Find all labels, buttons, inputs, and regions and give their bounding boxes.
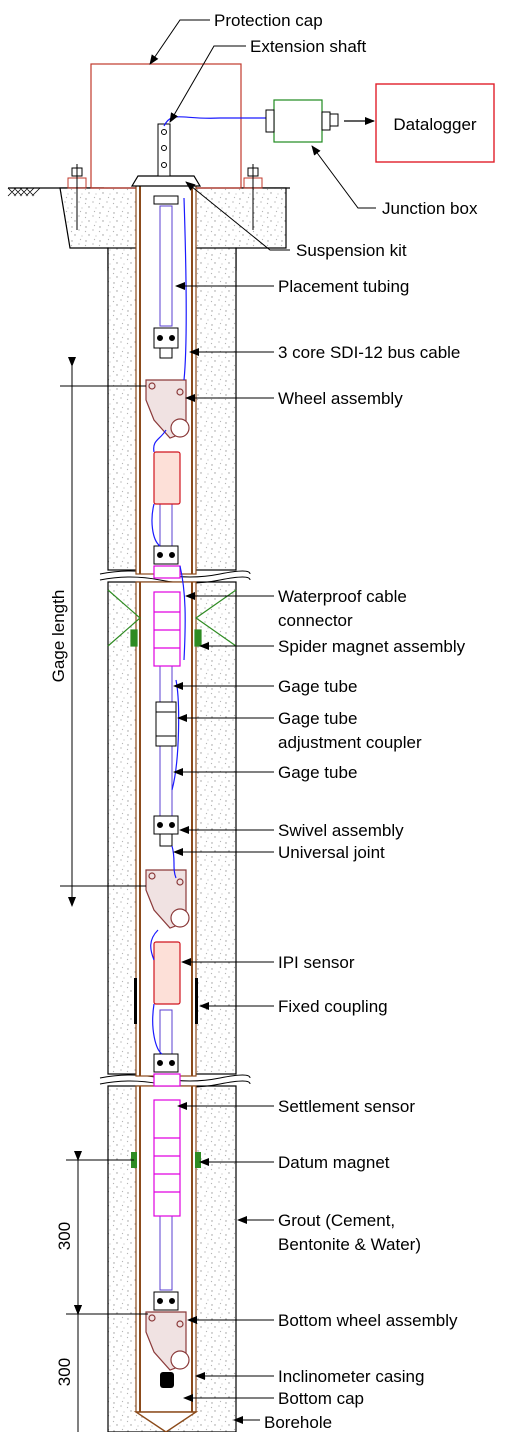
label-waterproof-2: connector bbox=[278, 611, 353, 630]
label-inclinometer-casing: Inclinometer casing bbox=[278, 1367, 424, 1386]
label-wheel-assembly: Wheel assembly bbox=[278, 389, 403, 408]
label-universal-joint: Universal joint bbox=[278, 843, 385, 862]
label-datum-magnet: Datum magnet bbox=[278, 1153, 390, 1172]
label-settlement-sensor: Settlement sensor bbox=[278, 1097, 415, 1116]
settlement-sensors bbox=[153, 565, 181, 1217]
label-waterproof-1: Waterproof cable bbox=[278, 587, 407, 606]
label-borehole: Borehole bbox=[264, 1413, 332, 1432]
label-spider-magnet: Spider magnet assembly bbox=[278, 637, 466, 656]
bottom-cap bbox=[133, 1411, 199, 1432]
datalogger: Datalogger bbox=[375, 83, 495, 163]
label-protection-cap: Protection cap bbox=[214, 11, 323, 30]
label-grout-2: Bentonite & Water) bbox=[278, 1235, 421, 1254]
label-bottom-cap: Bottom cap bbox=[278, 1389, 364, 1408]
swivel-assemblies bbox=[153, 327, 179, 1311]
suspension-kit bbox=[130, 175, 202, 187]
label-fixed-coupling: Fixed coupling bbox=[278, 997, 388, 1016]
dim-300-lower: 300 bbox=[55, 1358, 74, 1386]
sdi-12-cable bbox=[150, 116, 274, 1055]
adjustment-coupler bbox=[155, 701, 177, 747]
dim-300-upper: 300 bbox=[55, 1222, 74, 1250]
ipi-sensors bbox=[153, 451, 181, 1005]
label-extension-shaft: Extension shaft bbox=[250, 37, 367, 56]
leader-lines bbox=[149, 19, 376, 1424]
label-gage-adj-1: Gage tube bbox=[278, 709, 357, 728]
labels: Protection cap Extension shaft Junction … bbox=[214, 11, 478, 1432]
datalogger-label: Datalogger bbox=[393, 115, 477, 134]
spider-magnet bbox=[107, 589, 237, 647]
label-ipi-sensor: IPI sensor bbox=[278, 953, 355, 972]
dimension-lines bbox=[60, 357, 148, 1432]
label-gage-adj-2: adjustment coupler bbox=[278, 733, 422, 752]
label-bus-cable: 3 core SDI-12 bus cable bbox=[278, 343, 460, 362]
wheel-assemblies bbox=[145, 379, 190, 1371]
junction-box bbox=[265, 99, 339, 143]
label-gage-tube-1: Gage tube bbox=[278, 677, 357, 696]
dim-gage-length: Gage length bbox=[49, 590, 68, 683]
extension-shaft bbox=[157, 123, 171, 177]
label-swivel: Swivel assembly bbox=[278, 821, 404, 840]
label-grout-1: Grout (Cement, bbox=[278, 1211, 395, 1230]
label-bottom-wheel: Bottom wheel assembly bbox=[278, 1311, 458, 1330]
bottom-wheel-tip bbox=[160, 1372, 174, 1388]
label-suspension-kit: Suspension kit bbox=[296, 241, 407, 260]
fixed-coupling bbox=[134, 978, 198, 1024]
label-placement-tubing: Placement tubing bbox=[278, 277, 409, 296]
label-gage-tube-2: Gage tube bbox=[278, 763, 357, 782]
label-junction-box: Junction box bbox=[382, 199, 478, 218]
anchor-bolts bbox=[67, 164, 263, 230]
